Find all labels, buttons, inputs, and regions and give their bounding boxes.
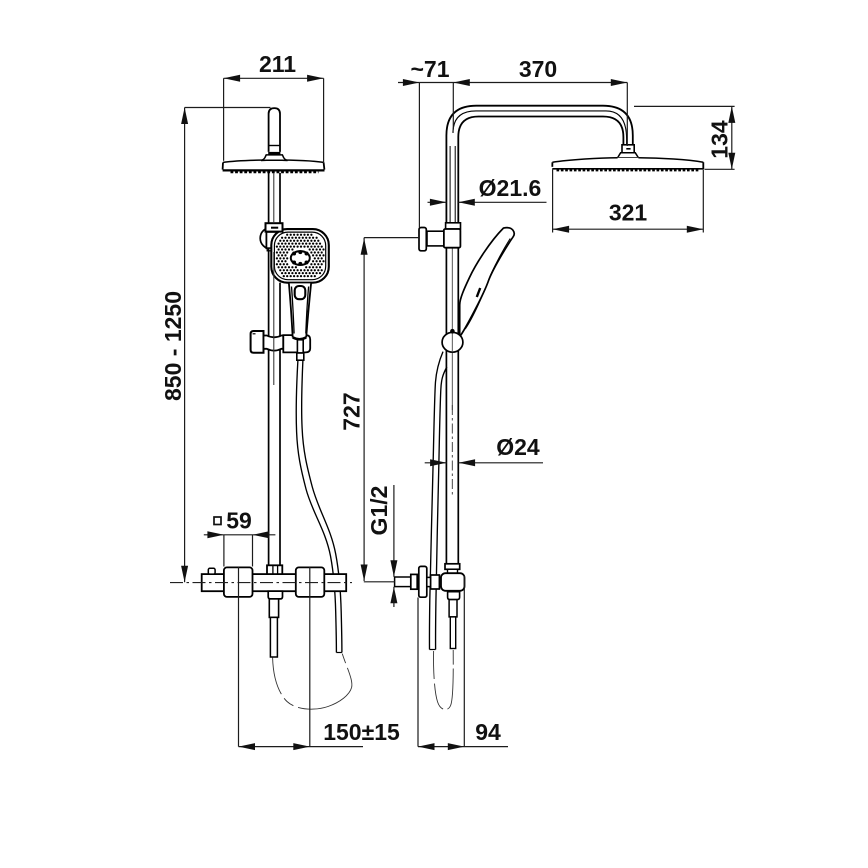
svg-text:G1/2: G1/2 (366, 486, 392, 536)
svg-text:94: 94 (475, 719, 501, 745)
svg-text:321: 321 (609, 200, 648, 226)
svg-text:727: 727 (339, 392, 365, 430)
svg-text:Ø21.6: Ø21.6 (479, 175, 542, 201)
svg-text:Ø24: Ø24 (496, 434, 540, 460)
svg-text:134: 134 (707, 120, 733, 159)
svg-text:150±15: 150±15 (323, 719, 400, 745)
svg-text:211: 211 (259, 51, 296, 77)
svg-text:370: 370 (519, 56, 557, 82)
svg-text:~71: ~71 (410, 56, 449, 82)
svg-text:59: 59 (226, 508, 252, 534)
svg-text:850 - 1250: 850 - 1250 (160, 291, 186, 401)
